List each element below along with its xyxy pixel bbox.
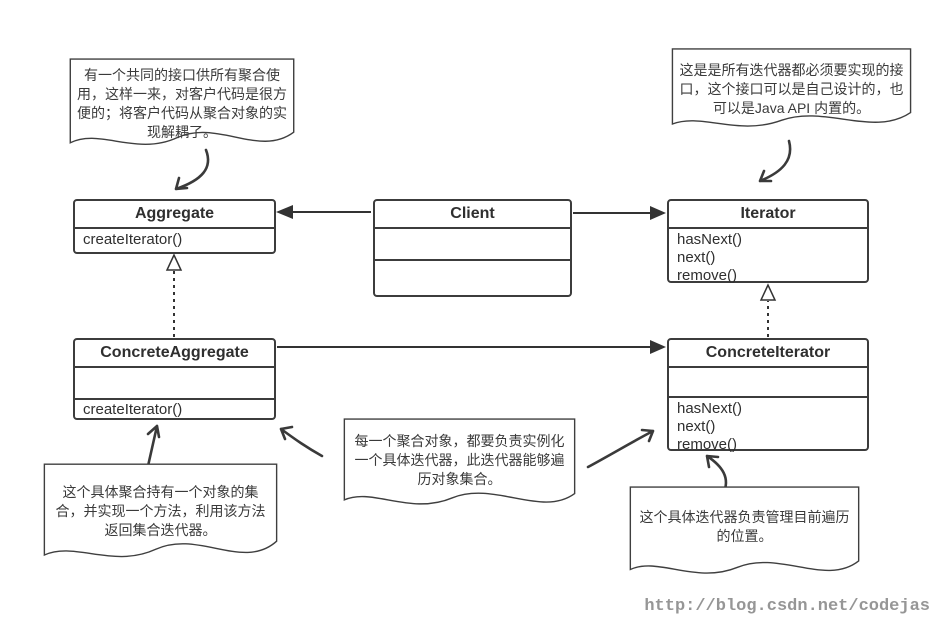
note-text: 这个具体聚合持有一个对象的集合，并实现一个方法，利用该方法返回集合迭代器。 (55, 484, 266, 538)
class-box-client: Client (373, 199, 572, 297)
note-arrow-to-aggregate (174, 148, 210, 191)
class-title: Iterator (669, 201, 867, 229)
empty-compartment (75, 368, 274, 400)
note-instantiate: 每一个聚合对象，都要负责实例化一个具体迭代器，此迭代器能够遍历对象集合。 (342, 418, 577, 523)
client-to-aggregate-arrow (276, 205, 371, 219)
note-arrow-to-concreteiterator (586, 428, 655, 469)
concreteaggregate-realizes-aggregate-arrow (165, 253, 183, 337)
class-method: next() (677, 418, 716, 435)
note-arrow-to-concreteaggregate (146, 424, 161, 468)
note-shape (670, 48, 913, 143)
note-iterator: 这是是所有迭代器都必须要实现的接口，这个接口可以是自己设计的，也可以是Java … (670, 48, 913, 143)
note-shape (628, 486, 861, 593)
class-box-concreteaggregate: ConcreteAggregate createIterator() (73, 338, 276, 420)
class-box-iterator: Iterator hasNext() next() remove() (667, 199, 869, 284)
class-method: createIterator() (83, 401, 183, 418)
note-text: 这是是所有迭代器都必须要实现的接口，这个接口可以是自己设计的，也可以是Java … (679, 62, 904, 116)
class-method: remove() (677, 436, 738, 453)
note-shape (342, 418, 577, 523)
class-method: hasNext() (677, 400, 743, 417)
class-title: ConcreteIterator (669, 340, 867, 368)
class-method: hasNext() (677, 231, 743, 248)
empty-compartment (669, 368, 867, 398)
class-box-aggregate: Aggregate createIterator() (73, 199, 276, 254)
note-text: 每一个聚合对象，都要负责实例化一个具体迭代器，此迭代器能够遍历对象集合。 (354, 433, 565, 487)
client-to-iterator-arrow (573, 206, 666, 220)
note-concreteaggregate: 这个具体聚合持有一个对象的集合，并实现一个方法，利用该方法返回集合迭代器。 (42, 463, 279, 578)
note-shape (68, 58, 296, 164)
watermark-url: http://blog.csdn.net/codejas (644, 597, 930, 616)
concreteaggregate-to-concreteiterator-arrow (277, 340, 666, 354)
note-text: 这个具体迭代器负责管理目前遍历的位置。 (639, 509, 850, 544)
empty-compartment (375, 229, 570, 261)
class-title: ConcreteAggregate (75, 340, 274, 368)
class-method: createIterator() (83, 231, 183, 248)
class-method: remove() (677, 267, 738, 284)
note-arrow-to-iterator (758, 139, 792, 183)
note-arrow-to-concreteaggregate-corner (279, 425, 324, 458)
note-aggregate: 有一个共同的接口供所有聚合使用，这样一来，对客户代码是很方便的；将客户代码从聚合… (68, 58, 296, 164)
class-title: Client (375, 201, 570, 229)
concreteiterator-realizes-iterator-arrow (759, 283, 777, 337)
note-concreteiterator: 这个具体迭代器负责管理目前遍历的位置。 (628, 486, 861, 593)
class-box-concreteiterator: ConcreteIterator hasNext() next() remove… (667, 338, 869, 453)
class-method: next() (677, 249, 716, 266)
class-title: Aggregate (75, 201, 274, 229)
note-text: 有一个共同的接口供所有聚合使用，这样一来，对客户代码是很方便的；将客户代码从聚合… (77, 67, 287, 140)
note-shape (42, 463, 279, 578)
